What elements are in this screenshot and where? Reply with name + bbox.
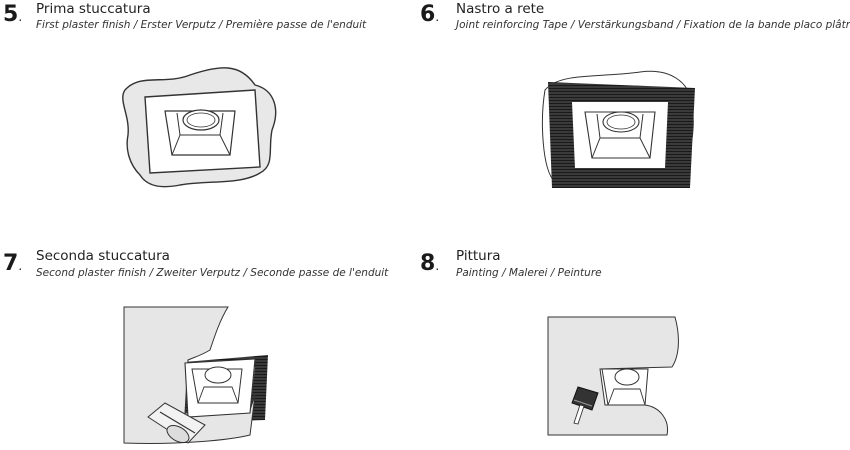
step-subtitle: First plaster finish / Erster Verputz / … (36, 19, 367, 31)
step-number: 6. (420, 2, 440, 27)
step-title: Seconda stuccatura (36, 248, 170, 264)
second-plaster-trowel-illustration (123, 306, 268, 444)
step-subtitle: Joint reinforcing Tape / Verstärkungsban… (456, 19, 850, 31)
step-number: 7. (3, 251, 23, 276)
step-title: Pittura (456, 248, 501, 264)
painting-brush-illustration (547, 316, 679, 436)
step-number: 5. (3, 2, 23, 27)
step-title: Nastro a rete (456, 1, 545, 17)
step-number: 8. (420, 251, 440, 276)
reinforcing-tape-illustration (541, 70, 695, 188)
step-subtitle: Painting / Malerei / Peinture (456, 267, 602, 279)
step-title: Prima stuccatura (36, 1, 151, 17)
first-plaster-illustration (122, 67, 277, 188)
step-subtitle: Second plaster finish / Zweiter Verputz … (36, 267, 389, 279)
